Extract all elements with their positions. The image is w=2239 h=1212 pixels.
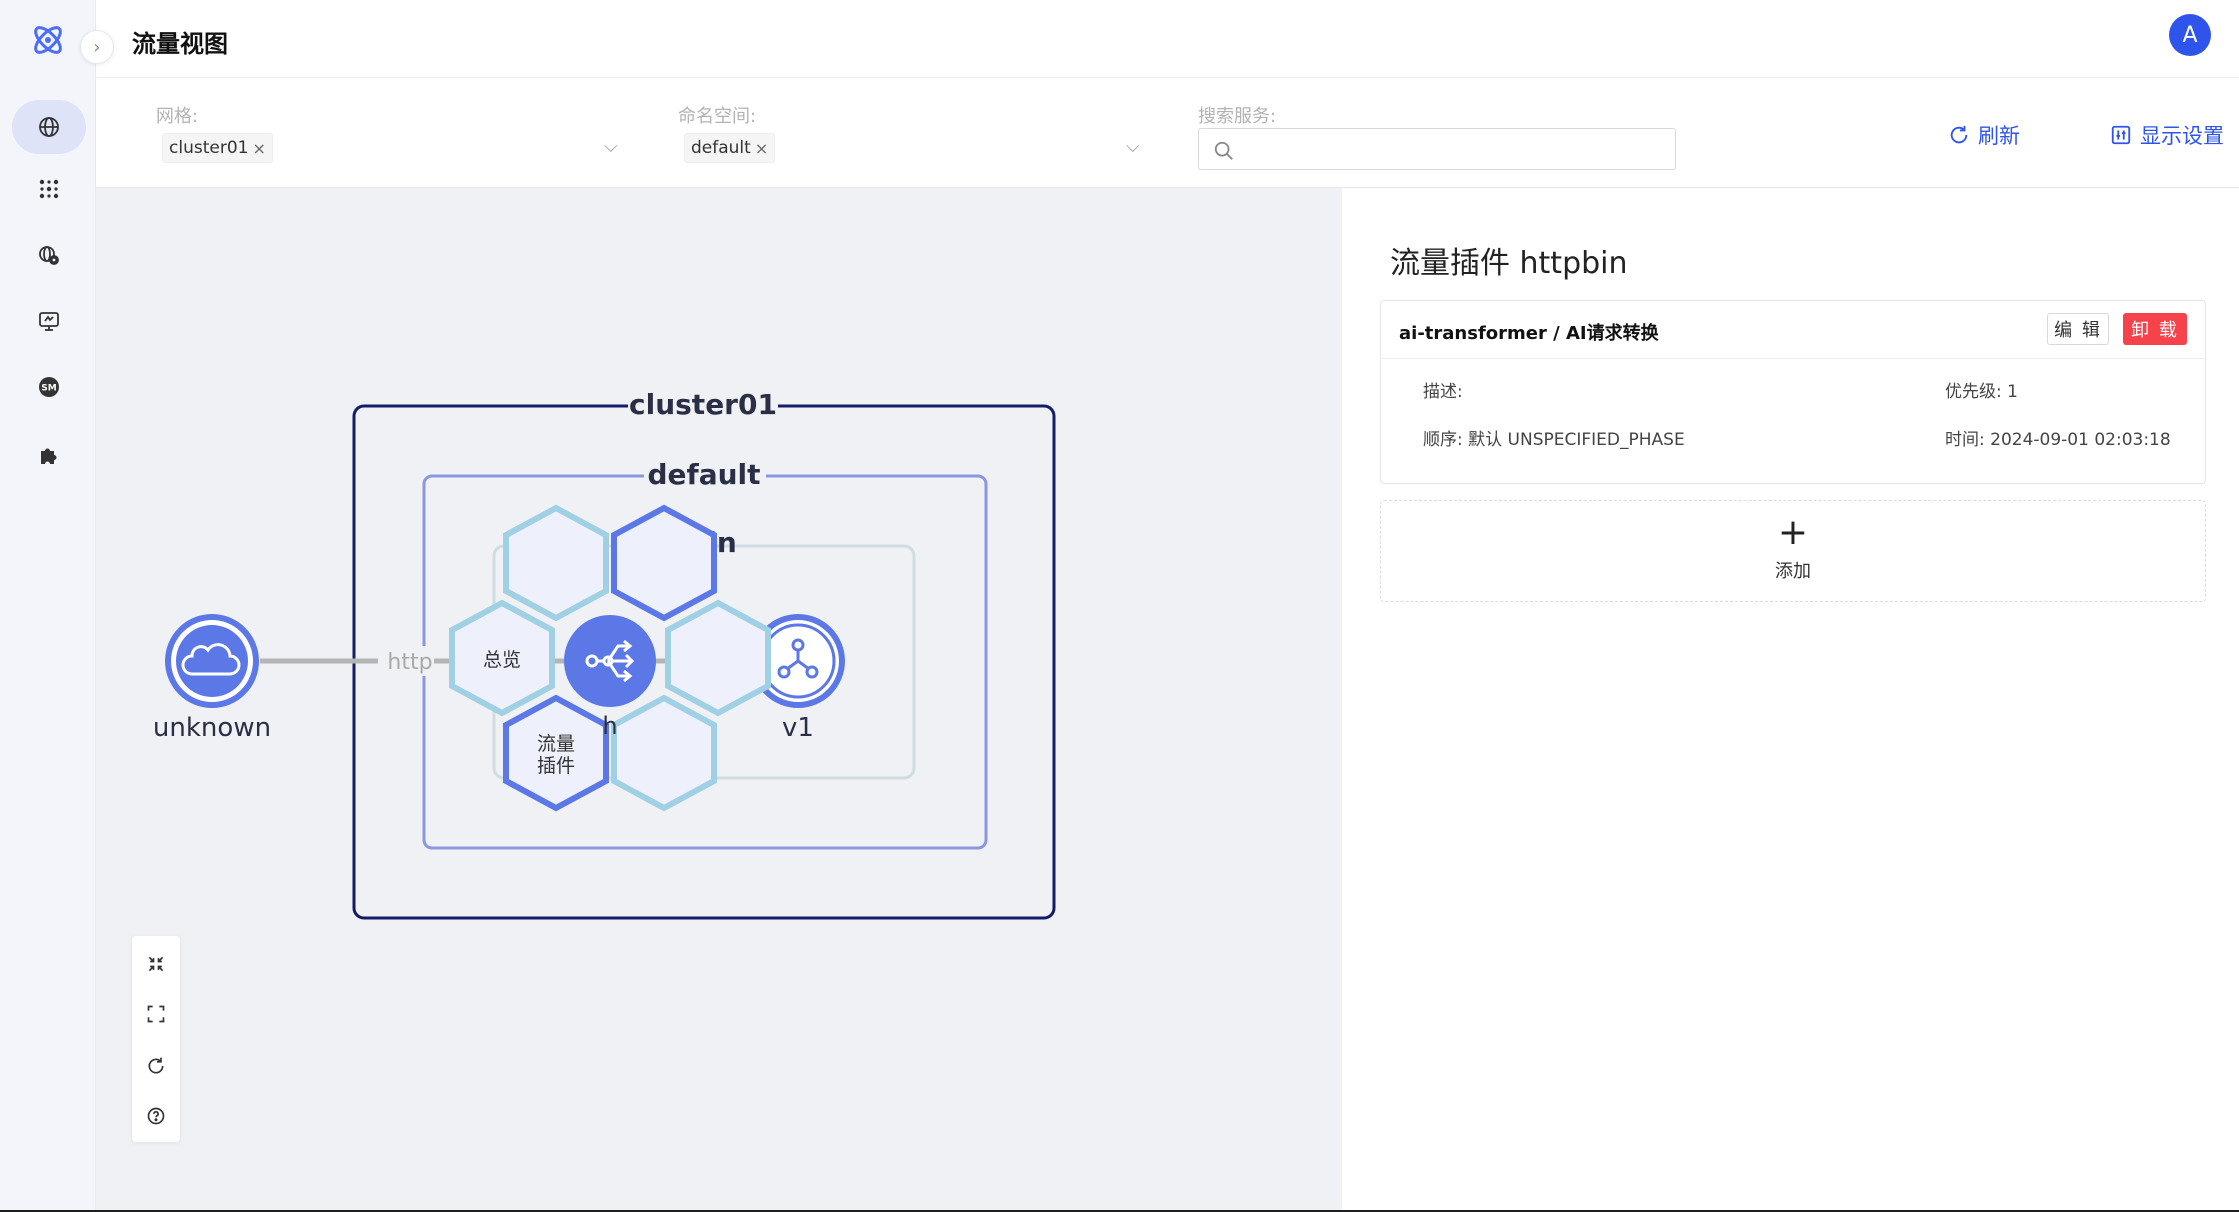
sidebar-item-plugins[interactable] [12, 428, 86, 482]
plugin-card-header: ai-transformer / AI请求转换 编 辑 卸 载 [1381, 301, 2205, 359]
cluster-label: cluster01 [629, 388, 777, 421]
zoom-controls [132, 936, 180, 1142]
globe-gear-icon [39, 246, 59, 265]
search-label: 搜索服务: [1198, 106, 1277, 127]
plugin-priority: 优先级: 1 [1945, 377, 2018, 402]
unknown-node[interactable] [165, 614, 259, 708]
globe-icon [39, 117, 59, 137]
sidebar-item-gateway[interactable] [12, 228, 86, 282]
search-icon [1214, 141, 1233, 160]
center-node-partial-label: h [602, 712, 617, 740]
collapse-arrows-icon [148, 956, 164, 972]
chevron-down-icon[interactable]: ⌵ [604, 136, 618, 157]
sidebar-collapse-button[interactable]: › [80, 30, 114, 64]
namespace-tag: default × [684, 133, 776, 163]
help-icon [147, 1107, 165, 1125]
plugin-card: ai-transformer / AI请求转换 编 辑 卸 载 描述: 优先级:… [1380, 300, 2206, 484]
namespace-label: 命名空间: [678, 106, 757, 127]
hex-menu[interactable]: 总览 流量 插件 h [449, 504, 771, 812]
cloud-icon [181, 643, 241, 676]
plugin-description: 描述: [1423, 377, 1463, 402]
plugin-name: ai-transformer / AI请求转换 [1399, 323, 1659, 344]
edge-label: http [387, 650, 432, 675]
refresh-icon [1950, 125, 1968, 144]
order-label: 顺序: [1423, 430, 1463, 450]
refresh-icon [148, 1057, 164, 1074]
sidebar-item-traffic-view[interactable] [12, 100, 86, 154]
graph-canvas[interactable]: cluster01 default bin http unknown v1 [96, 188, 1342, 1212]
settings-sliders-icon [2111, 125, 2131, 145]
priority-value: 1 [2007, 382, 2018, 402]
search-input[interactable] [1198, 128, 1676, 170]
page-header: 流量视图 A [96, 0, 2239, 78]
reset-view-button[interactable] [144, 1054, 168, 1078]
uninstall-button[interactable]: 卸 载 [2123, 313, 2187, 345]
edit-button[interactable]: 编 辑 [2047, 313, 2109, 345]
hex-overview[interactable] [449, 599, 555, 717]
order-value: 默认 UNSPECIFIED_PHASE [1468, 430, 1685, 450]
chevron-right-icon: › [93, 36, 101, 58]
traffic-split-icon [585, 639, 635, 683]
display-settings-button[interactable]: 显示设置 [2110, 120, 2224, 150]
close-icon[interactable]: × [754, 138, 769, 158]
mesh-label: 网格: [156, 106, 199, 127]
svg-text:SM: SM [41, 384, 56, 394]
sm-badge-icon: SM [39, 377, 59, 397]
mesh-select[interactable]: cluster01 × [162, 128, 624, 168]
hex-plugin[interactable] [503, 694, 609, 812]
namespace-tag-label: default [691, 138, 751, 158]
add-plugin-label: 添加 [1775, 561, 1811, 582]
panel-title: 流量插件 httpbin [1390, 246, 1628, 281]
sidebar-item-sm[interactable]: SM [12, 360, 86, 414]
sidebar-item-services[interactable] [12, 162, 86, 216]
v1-node-label: v1 [782, 713, 814, 743]
plugin-time: 时间: 2024-09-01 02:03:18 [1945, 425, 2171, 450]
hex-right[interactable] [665, 599, 771, 717]
fit-view-button[interactable] [144, 952, 168, 976]
namespace-box-label: default [647, 458, 760, 491]
mesh-tag: cluster01 × [162, 133, 273, 163]
help-button[interactable] [144, 1104, 168, 1128]
namespace-select[interactable]: default × [684, 128, 1146, 168]
time-value: 2024-09-01 02:03:18 [1990, 430, 2171, 450]
hex-top-right[interactable] [611, 504, 717, 622]
page-title: 流量视图 [132, 30, 228, 58]
mesh-tag-label: cluster01 [169, 138, 249, 158]
hex-overview-label: 总览 [483, 649, 521, 671]
fullscreen-button[interactable] [144, 1002, 168, 1026]
user-avatar[interactable]: A [2169, 14, 2211, 56]
window-bottom-border [0, 1210, 2239, 1212]
httpbin-service-node[interactable] [564, 615, 656, 707]
description-label: 描述: [1423, 382, 1463, 402]
refresh-label: 刷新 [1978, 124, 2020, 148]
hex-plugin-label-2: 插件 [537, 755, 575, 777]
app-logo-icon[interactable] [28, 20, 68, 60]
workload-icon [777, 638, 819, 679]
plus-icon: + [1777, 512, 1809, 553]
fullscreen-icon [147, 1005, 165, 1023]
plugin-panel: 流量插件 httpbin ai-transformer / AI请求转换 编 辑… [1342, 188, 2239, 1212]
v1-node[interactable] [751, 614, 845, 708]
unknown-node-label: unknown [153, 713, 271, 743]
sidebar-item-monitor[interactable] [12, 294, 86, 348]
grid-dots-icon [39, 179, 59, 199]
monitor-icon [39, 312, 59, 331]
sidebar: SM [0, 0, 96, 1212]
filter-bar: 网格: cluster01 × ⌵ 命名空间: default × ⌵ 搜索服务… [96, 78, 2239, 188]
priority-label: 优先级: [1945, 382, 2002, 402]
time-label: 时间: [1945, 430, 1985, 450]
hex-plugin-label-1: 流量 [537, 733, 575, 755]
add-plugin-button[interactable]: + 添加 [1380, 500, 2206, 602]
plugin-order: 顺序: 默认 UNSPECIFIED_PHASE [1423, 425, 1685, 450]
display-settings-label: 显示设置 [2140, 124, 2224, 148]
close-icon[interactable]: × [252, 138, 266, 158]
chevron-down-icon[interactable]: ⌵ [1126, 136, 1140, 157]
hex-bottom-right[interactable] [611, 694, 717, 812]
puzzle-icon [41, 448, 57, 464]
refresh-button[interactable]: 刷新 [1948, 120, 2020, 150]
hex-top-left[interactable] [503, 504, 609, 622]
